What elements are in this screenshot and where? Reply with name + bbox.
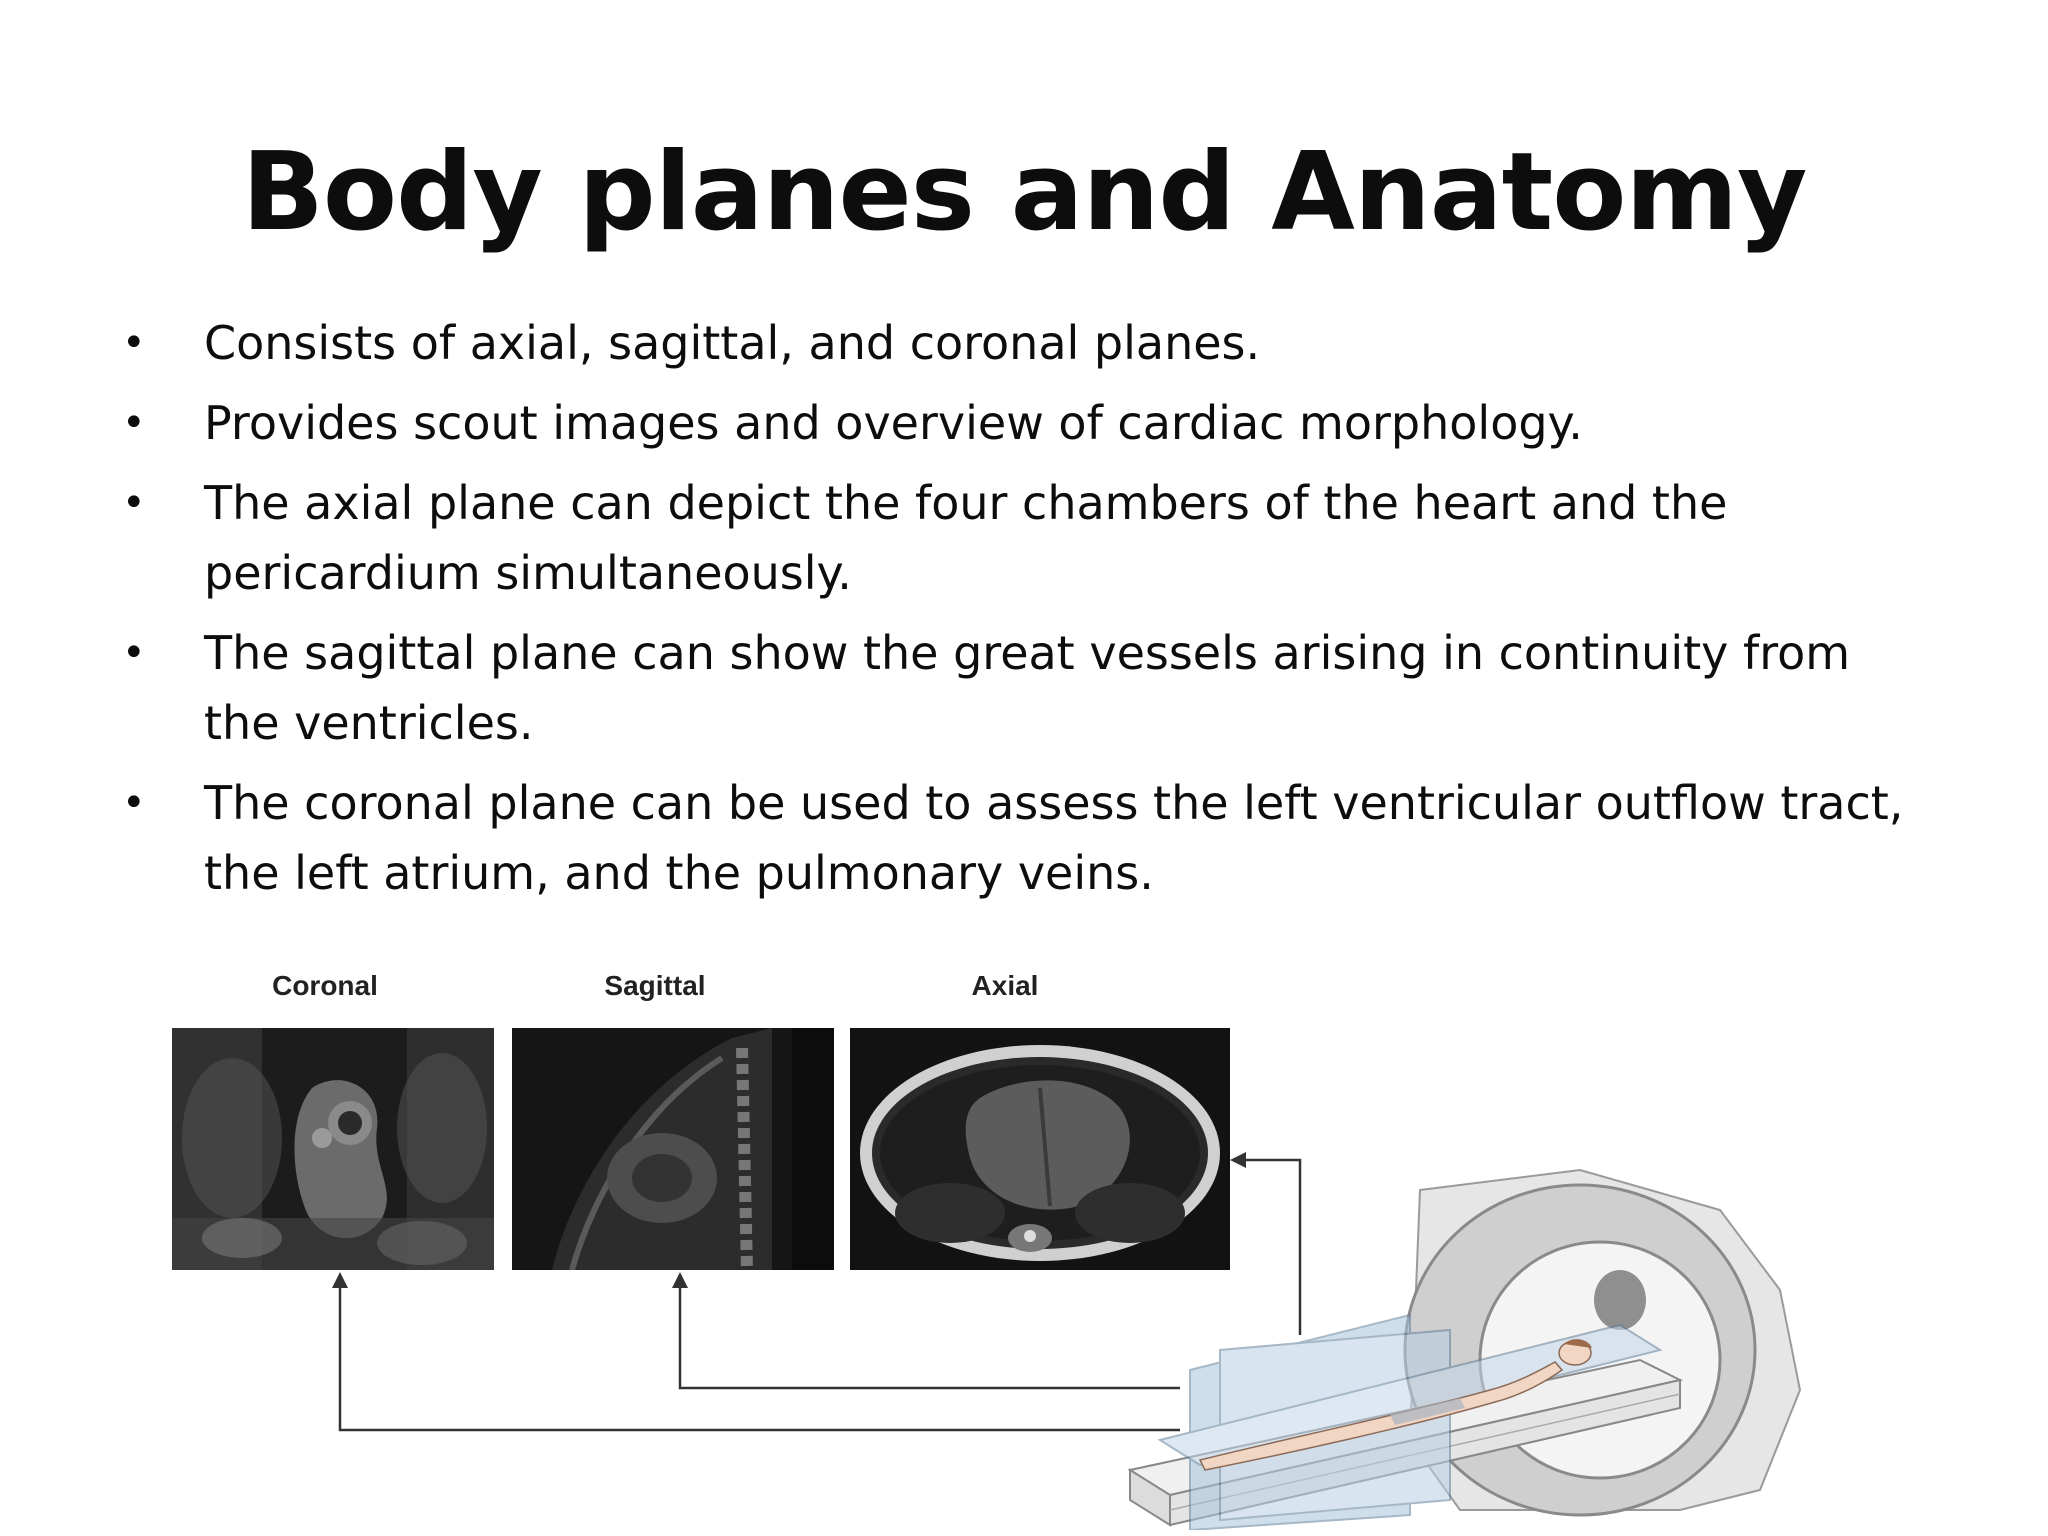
axial-mri-graphic <box>850 1028 1230 1270</box>
slide-title: Body planes and Anatomy <box>241 130 1808 255</box>
axial-mri-image <box>850 1028 1230 1270</box>
coronal-arrow <box>338 1282 1180 1432</box>
bullet-item: • The axial plane can depict the four ch… <box>118 468 1938 608</box>
patient-figure-icon <box>1198 1339 1592 1471</box>
bullet-item: • The coronal plane can be used to asses… <box>118 768 1938 908</box>
axial-label: Axial <box>971 970 1039 1001</box>
bullet-dot-icon: • <box>122 320 146 366</box>
bullet-dot-icon: • <box>122 780 146 826</box>
imaging-planes <box>1157 1313 1663 1530</box>
coronal-label: Coronal <box>272 970 378 1001</box>
bullet-dot-icon: • <box>122 480 146 526</box>
mri-planes-figure: Coronal Sagittal Axial <box>160 970 1880 1530</box>
bullet-text: The coronal plane can be used to assess … <box>204 776 1904 900</box>
axial-arrowhead-icon <box>1230 1152 1246 1168</box>
axial-arrow <box>1240 1158 1302 1335</box>
bullet-dot-icon: • <box>122 630 146 676</box>
bullet-text: Provides scout images and overview of ca… <box>204 396 1583 450</box>
coronal-arrowhead-icon <box>332 1272 348 1288</box>
coronal-mri-graphic <box>172 1028 494 1270</box>
sagittal-arrow <box>678 1282 1180 1390</box>
sagittal-mri-image <box>512 1028 834 1270</box>
sagittal-arrowhead-icon <box>672 1272 688 1288</box>
bullet-item: • The sagittal plane can show the great … <box>118 618 1938 758</box>
coronal-mri-image <box>172 1028 494 1270</box>
scanner-diagram <box>332 1152 1802 1530</box>
bullet-text: The axial plane can depict the four cham… <box>204 476 1728 600</box>
bullet-item: • Consists of axial, sagittal, and coron… <box>118 308 1938 378</box>
bullet-dot-icon: • <box>122 400 146 446</box>
bullet-list: • Consists of axial, sagittal, and coron… <box>118 308 1938 918</box>
bullet-text: The sagittal plane can show the great ve… <box>204 626 1851 750</box>
bullet-item: • Provides scout images and overview of … <box>118 388 1938 458</box>
sagittal-mri-graphic <box>512 1028 834 1270</box>
sagittal-label: Sagittal <box>604 970 706 1001</box>
bullet-text: Consists of axial, sagittal, and coronal… <box>204 316 1261 370</box>
